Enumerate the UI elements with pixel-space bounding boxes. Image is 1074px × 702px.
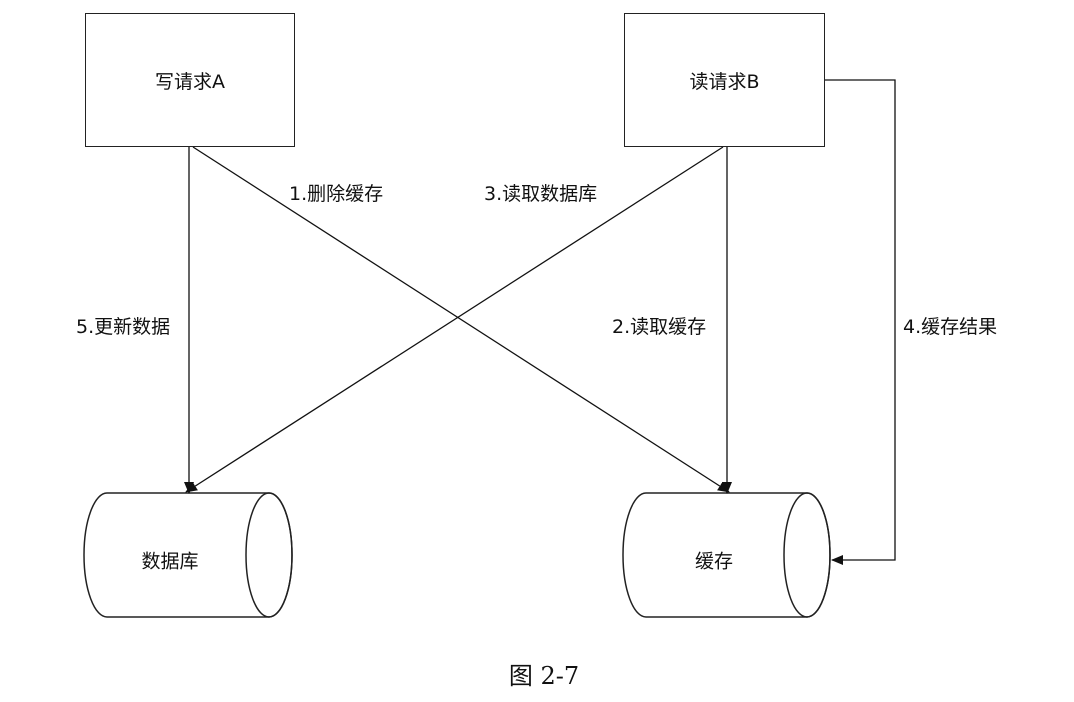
cache-cylinder <box>622 492 831 618</box>
write-request-box: 写请求A <box>85 13 295 147</box>
label-read-database: 3.读取数据库 <box>484 183 598 205</box>
edge-read-database <box>185 146 724 493</box>
database-label: 数据库 <box>141 550 199 573</box>
label-update-data: 5.更新数据 <box>76 316 171 338</box>
edge-cache-result <box>825 79 896 565</box>
cache-label: 缓存 <box>694 550 734 573</box>
database-cylinder <box>83 492 293 618</box>
write-request-label: 写请求A <box>155 70 225 93</box>
label-cache-result: 4.缓存结果 <box>903 316 998 338</box>
figure-caption: 图 2-7 <box>508 662 580 690</box>
edge-delete-cache <box>192 146 730 493</box>
read-request-label: 读请求B <box>689 70 760 93</box>
label-delete-cache: 1.删除缓存 <box>289 183 384 205</box>
label-read-cache: 2.读取缓存 <box>612 316 707 338</box>
read-request-box: 读请求B <box>624 13 825 147</box>
